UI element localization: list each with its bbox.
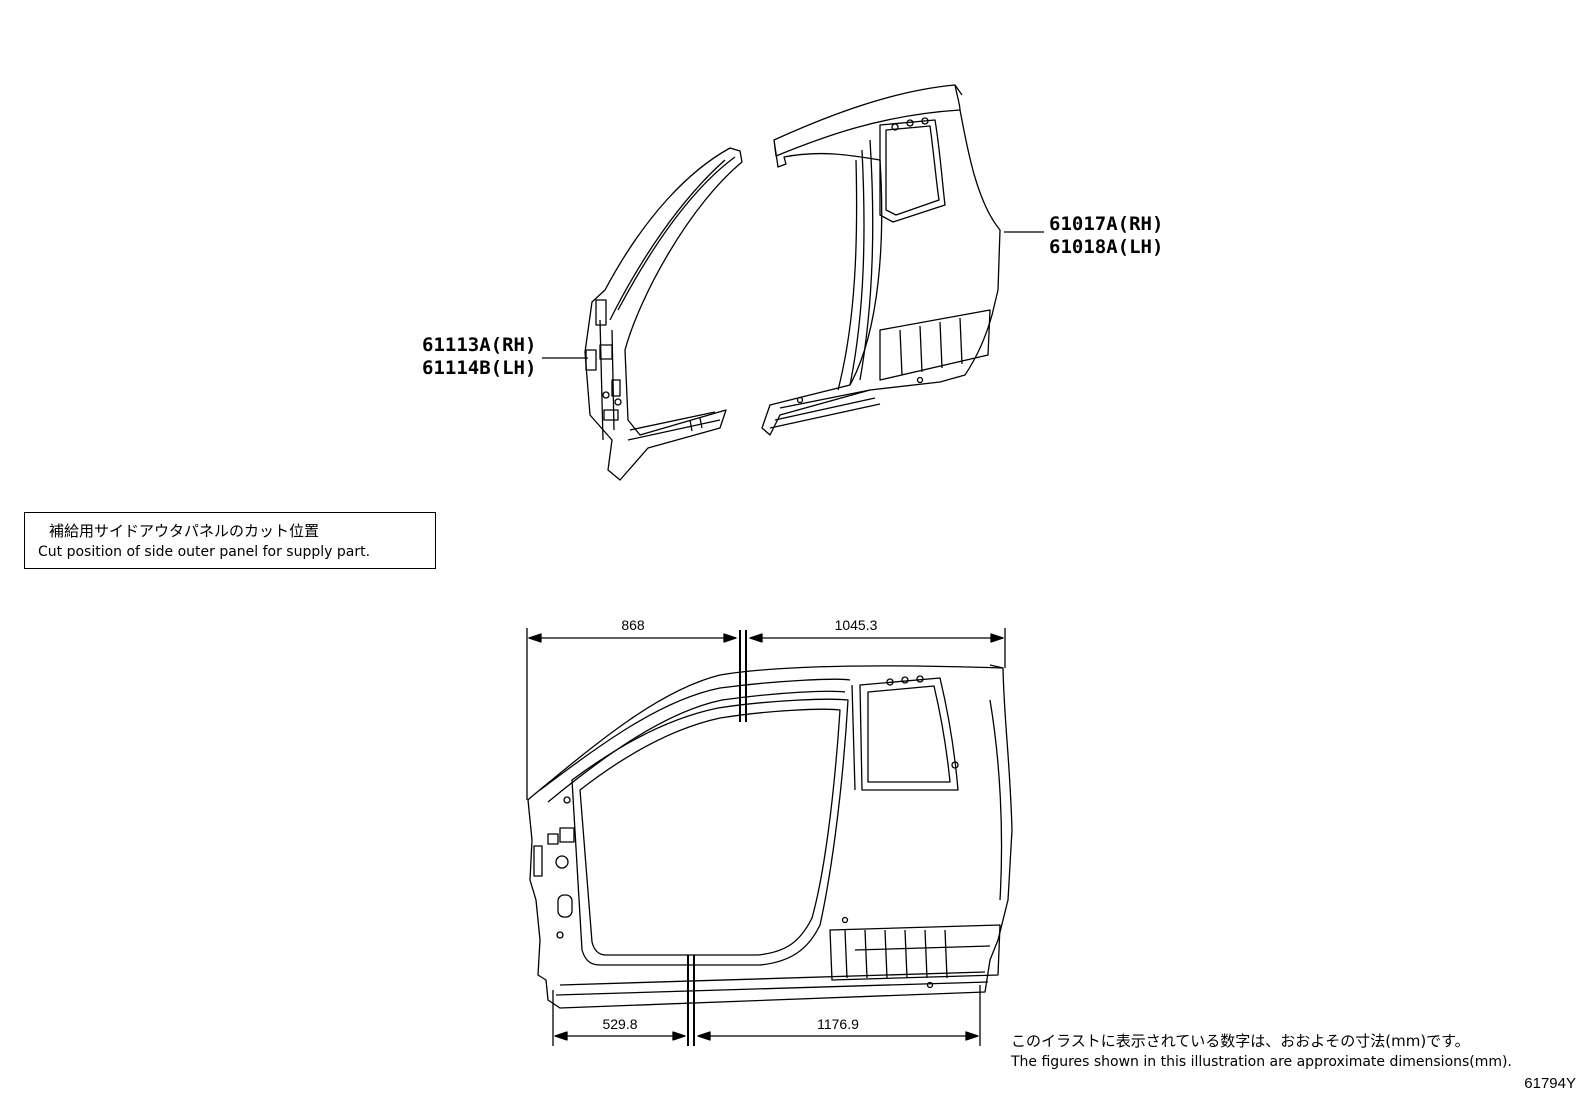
dimension-line-top-right [749, 633, 1004, 643]
dimension-line-top-left [528, 633, 737, 643]
cut-position-note-english: Cut position of side outer panel for sup… [38, 544, 371, 560]
part-number-front-rh: 61113A(RH) [422, 334, 536, 356]
part-number-front-lh: 61114B(LH) [422, 357, 536, 379]
cut-line-upper [739, 630, 747, 722]
part-number-rear-lh: 61018A(LH) [1049, 236, 1163, 258]
cut-line-lower [687, 955, 695, 1046]
side-outer-panel-assembly [527, 664, 1013, 1009]
dimension-bottom-left: 529.8 [602, 1016, 637, 1032]
dimension-top-right: 1045.3 [835, 617, 878, 633]
dimension-top-left: 868 [621, 617, 645, 633]
dimensions-disclaimer-japanese: このイラストに表示されている数字は、おおよその寸法(mm)です。 [1011, 1032, 1470, 1050]
dimensions-disclaimer: このイラストに表示されている数字は、おおよその寸法(mm)です。 The fig… [1011, 1030, 1512, 1070]
rear-side-panel-part [761, 84, 1001, 436]
cut-position-note-japanese: 補給用サイドアウタパネルのカット位置 [49, 522, 320, 540]
dimensions-disclaimer-english: The figures shown in this illustration a… [1011, 1054, 1512, 1070]
dimension-bottom-right: 1176.9 [817, 1016, 859, 1032]
dimension-line-bottom-left [554, 1031, 686, 1041]
part-number-rear-rh: 61017A(RH) [1049, 213, 1163, 235]
cut-position-note: 補給用サイドアウタパネルのカット位置 Cut position of side … [24, 512, 436, 569]
front-pillar-part [584, 147, 743, 481]
dimension-line-bottom-right [697, 1031, 979, 1041]
illustration-reference-id: 61794Y [1524, 1075, 1576, 1092]
